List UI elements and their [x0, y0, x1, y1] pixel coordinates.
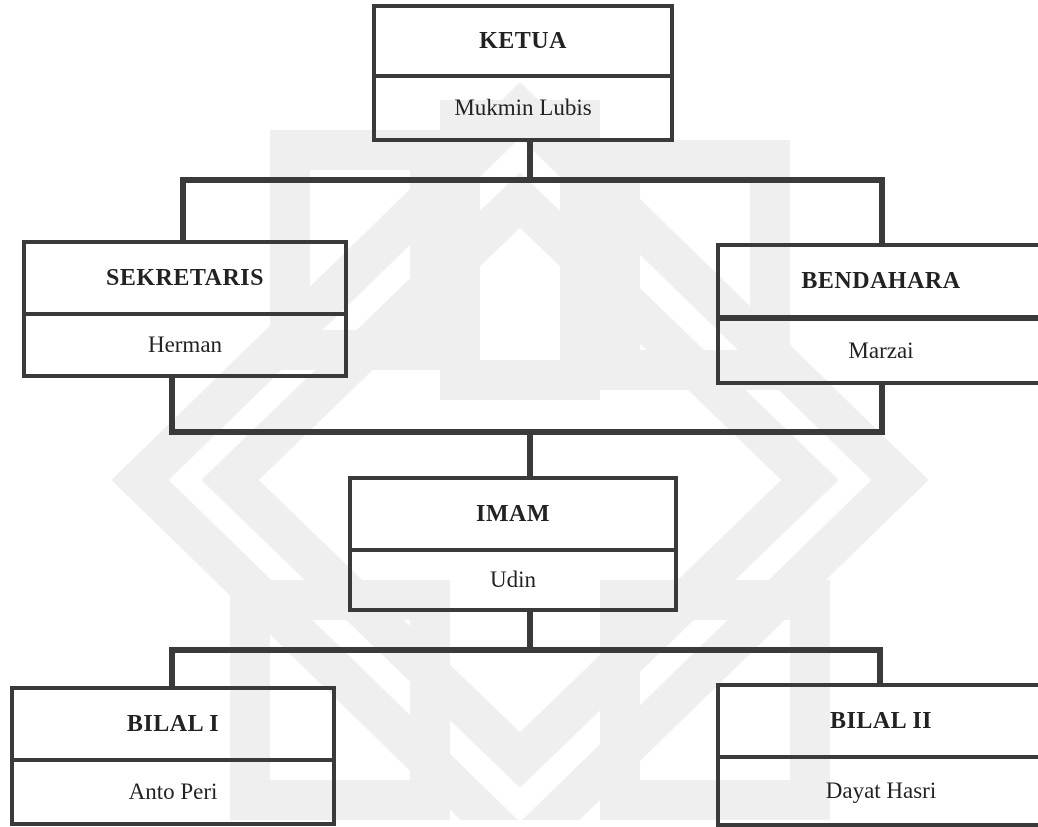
bilal2-box: BILAL II Dayat Hasri — [716, 683, 1038, 827]
bilal1-box: BILAL I Anto Peri — [10, 686, 336, 826]
bilal2-role-label: BILAL II — [720, 687, 1038, 759]
sekretaris-box: SEKRETARIS Herman — [22, 240, 348, 378]
imam-name: Udin — [490, 567, 536, 592]
sekretaris-role-label: SEKRETARIS — [26, 244, 344, 316]
ketua-role-label: KETUA — [376, 8, 670, 78]
imam-box: IMAM Udin — [348, 476, 678, 612]
bendahara-box: BENDAHARA Marzai — [716, 243, 1038, 385]
ketua-name: Mukmin Lubis — [454, 95, 592, 120]
bendahara-role-label: BENDAHARA — [720, 247, 1038, 321]
ketua-box: KETUA Mukmin Lubis — [372, 4, 674, 142]
bendahara-name: Marzai — [848, 338, 914, 363]
imam-role-label: IMAM — [352, 480, 674, 552]
sekretaris-name: Herman — [147, 332, 223, 357]
bilal1-role-label: BILAL I — [14, 690, 332, 762]
bilal1-name: Anto Peri — [128, 779, 218, 804]
bilal2-name: Dayat Hasri — [825, 778, 937, 803]
